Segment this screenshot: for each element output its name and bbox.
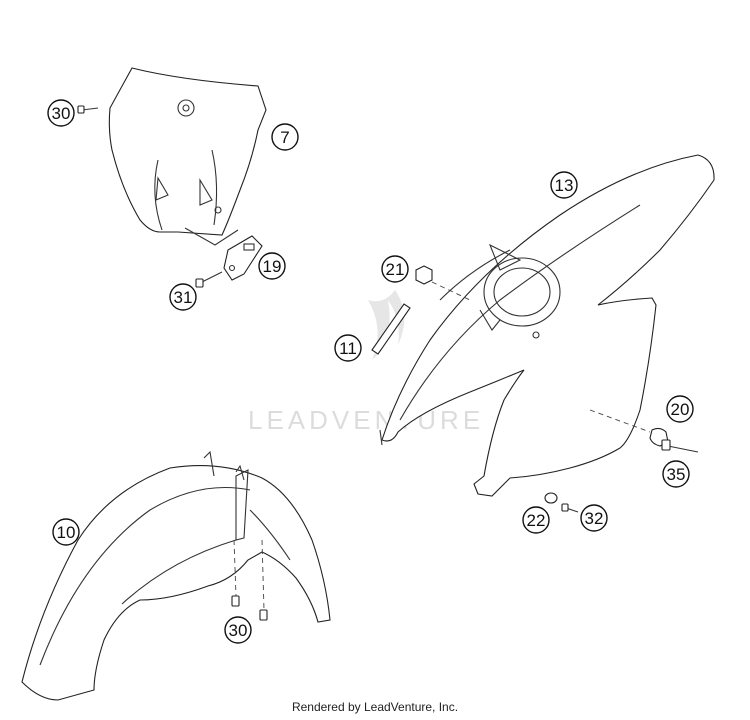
svg-text:7: 7	[280, 128, 289, 147]
svg-text:31: 31	[174, 288, 193, 307]
screw-35	[661, 439, 699, 453]
callout-13: 13	[550, 171, 578, 199]
screw-32	[561, 503, 579, 513]
callout-30-bottom: 30	[224, 616, 252, 644]
callout-35: 35	[662, 460, 690, 488]
callout-11: 11	[334, 334, 362, 362]
callout-19: 19	[258, 252, 286, 280]
svg-text:21: 21	[386, 260, 405, 279]
nut-21	[415, 265, 471, 301]
svg-text:11: 11	[339, 339, 357, 358]
callout-20: 20	[666, 395, 694, 423]
svg-text:20: 20	[671, 400, 690, 419]
callout-30-top: 30	[47, 99, 75, 127]
number-plate-part	[108, 67, 267, 246]
screw-30-bottom	[231, 539, 268, 621]
svg-text:13: 13	[555, 176, 574, 195]
screw-31	[195, 271, 223, 288]
watermark-text: LEADVENTURE	[248, 405, 484, 435]
front-fender-part	[21, 450, 331, 701]
callout-10: 10	[52, 518, 80, 546]
bracket-part	[223, 235, 263, 281]
washer-22	[544, 492, 558, 504]
rear-fender-part	[379, 154, 715, 497]
svg-text:30: 30	[52, 104, 71, 123]
svg-text:10: 10	[57, 523, 76, 542]
callout-31: 31	[169, 283, 197, 311]
svg-text:32: 32	[585, 509, 604, 528]
screw-30-top	[77, 105, 99, 114]
callout-21: 21	[381, 255, 409, 283]
callout-7: 7	[271, 123, 299, 151]
svg-text:19: 19	[263, 257, 282, 276]
svg-text:22: 22	[527, 511, 546, 530]
svg-text:35: 35	[667, 465, 686, 484]
callout-22: 22	[522, 506, 550, 534]
callout-32: 32	[580, 504, 608, 532]
svg-text:30: 30	[229, 621, 248, 640]
strip-part	[371, 303, 411, 355]
render-credit: Rendered by LeadVenture, Inc.	[291, 700, 459, 714]
